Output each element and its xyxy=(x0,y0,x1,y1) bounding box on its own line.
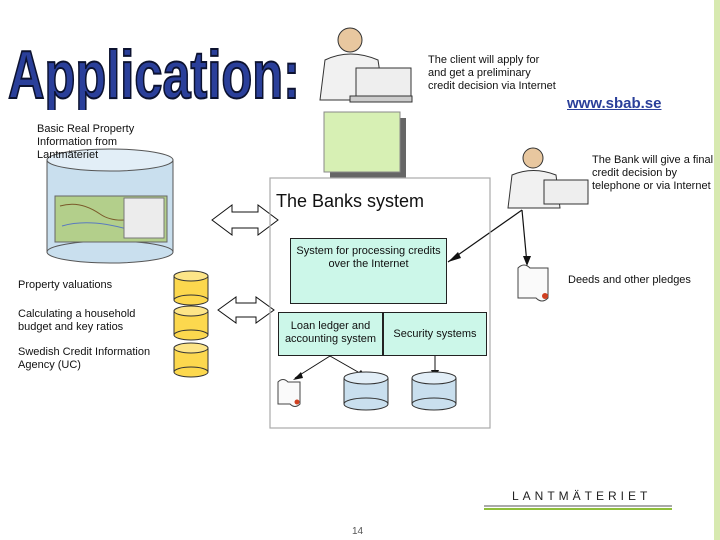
property-valuations-label: Property valuations xyxy=(18,279,113,291)
client-description: The client will apply for and get a prel… xyxy=(428,54,556,92)
sbab-link[interactable]: www.sbab.se xyxy=(567,95,662,112)
security-database-icon xyxy=(411,371,457,411)
client-person-icon xyxy=(319,27,413,103)
client-note-icon xyxy=(323,111,406,178)
bank-person-icon xyxy=(507,147,589,209)
right-accent-bar xyxy=(714,0,720,540)
credit-agency-label: Swedish Credit Information Agency (UC) xyxy=(18,346,151,371)
basic-info-label: Basic Real Property Information from Lan… xyxy=(37,123,135,161)
double-arrow-icon-2 xyxy=(217,296,275,324)
application-title-text: Application: xyxy=(8,37,300,110)
logo-text: LANTMÄTERIET xyxy=(512,489,652,503)
uc-database-icon xyxy=(173,342,209,378)
deeds-scroll-icon xyxy=(517,264,549,302)
page-number: 14 xyxy=(352,526,364,537)
lantmateriet-database-icon xyxy=(46,148,174,264)
bank-decision-label: The Bank will give a final credit decisi… xyxy=(592,154,714,192)
processing-system-box: System for processing credits over the I… xyxy=(290,238,447,304)
lantmateriet-logo-icon xyxy=(484,505,672,510)
budget-database-icon xyxy=(173,305,209,341)
deeds-label: Deeds and other pledges xyxy=(568,274,691,286)
loan-ledger-box: Loan ledger and accounting system xyxy=(278,312,383,356)
banks-system-title: The Banks system xyxy=(276,191,425,211)
ledger-scroll-icon xyxy=(277,379,301,407)
security-systems-box: Security systems xyxy=(383,312,487,356)
application-title: Application: xyxy=(7,36,301,110)
property-database-icon xyxy=(173,270,209,306)
bank-to-system-arrow xyxy=(447,209,523,263)
household-budget-label: Calculating a household budget and key r… xyxy=(18,308,136,333)
ledger-database-icon xyxy=(343,371,389,411)
double-arrow-icon xyxy=(211,204,279,236)
